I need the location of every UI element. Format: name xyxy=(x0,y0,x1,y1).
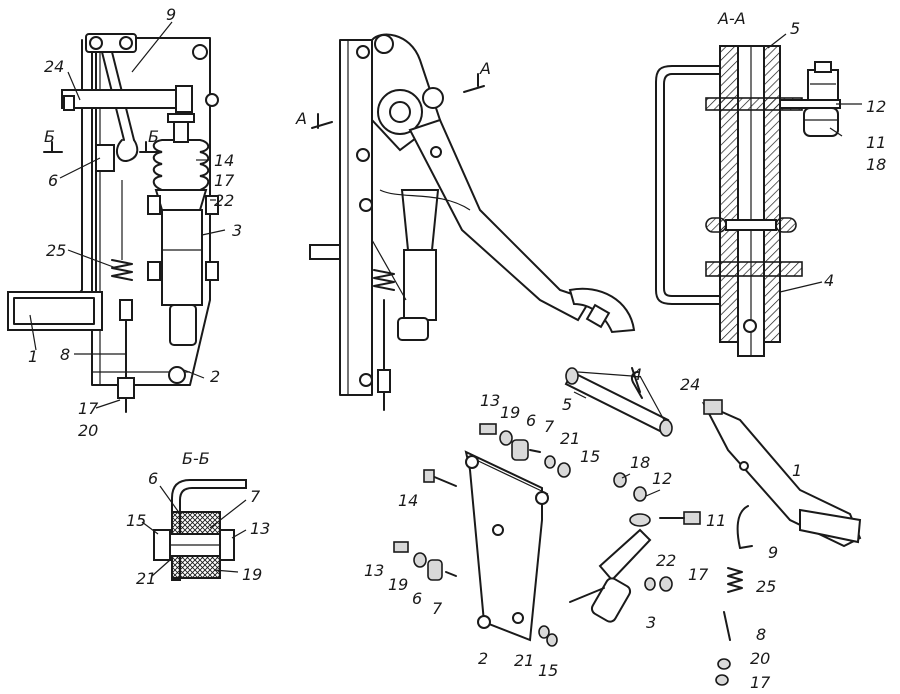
ex-label-7-b: 7 xyxy=(432,599,443,618)
label-6: 6 xyxy=(48,171,58,190)
cut-a-left: А xyxy=(295,109,307,128)
label-b-right: Б xyxy=(148,127,159,146)
front-view xyxy=(7,33,219,413)
ex-label-17: 17 xyxy=(688,565,709,584)
ex-label-25: 25 xyxy=(756,577,776,596)
front-leaders xyxy=(29,21,226,409)
ex-label-14: 14 xyxy=(398,491,418,510)
bb-label-6: 6 xyxy=(148,469,158,488)
label-3: 3 xyxy=(232,221,242,240)
ex-label-20: 20 xyxy=(750,649,770,668)
label-20: 20 xyxy=(78,421,98,440)
ex-label-1: 1 xyxy=(792,461,802,480)
label-2: 2 xyxy=(210,367,220,386)
section-bb-title: Б-Б xyxy=(182,449,210,468)
label-1: 1 xyxy=(28,347,38,366)
ex-label-19-b: 19 xyxy=(388,575,408,594)
label-4: 4 xyxy=(824,271,834,290)
ex-label-6-b: 6 xyxy=(412,589,422,608)
ex-label-5: 5 xyxy=(562,395,572,414)
bb-label-19: 19 xyxy=(242,565,262,584)
bb-label-13: 13 xyxy=(250,519,270,538)
ex-label-22: 22 xyxy=(656,551,676,570)
section-aa xyxy=(655,33,862,357)
ex-label-13: 13 xyxy=(480,391,500,410)
ex-label-15-b: 15 xyxy=(538,661,558,680)
label-25: 25 xyxy=(46,241,66,260)
bb-label-15: 15 xyxy=(126,511,146,530)
ex-label-8: 8 xyxy=(756,625,766,644)
label-22: 22 xyxy=(214,191,234,210)
ex-label-9: 9 xyxy=(768,543,778,562)
ex-label-21-b: 21 xyxy=(514,651,534,670)
ex-label-7: 7 xyxy=(544,417,555,436)
label-group: А-А Б-Б А А 9 24 Б Б 6 14 17 22 3 25 1 8… xyxy=(28,5,886,692)
label-14: 14 xyxy=(214,151,234,170)
exploded-leaders xyxy=(573,371,665,497)
ex-label-21: 21 xyxy=(560,429,580,448)
section-aa-title: А-А xyxy=(717,9,746,28)
ex-label-12: 12 xyxy=(652,469,672,488)
label-24: 24 xyxy=(44,57,64,76)
ex-label-4: 4 xyxy=(632,365,642,384)
label-b-left: Б xyxy=(44,127,55,146)
exploded-view xyxy=(393,367,862,686)
label-17: 17 xyxy=(214,171,235,190)
label-11: 11 xyxy=(866,133,886,152)
ex-label-18: 18 xyxy=(630,453,650,472)
ex-label-3: 3 xyxy=(646,613,656,632)
bb-label-7: 7 xyxy=(250,487,261,506)
label-18: 18 xyxy=(866,155,886,174)
ex-label-6: 6 xyxy=(526,411,536,430)
side-view xyxy=(309,33,636,411)
ex-label-15: 15 xyxy=(580,447,600,466)
label-17-b: 17 xyxy=(78,399,99,418)
ex-label-24: 24 xyxy=(680,375,700,394)
section-bb xyxy=(141,479,247,581)
label-5: 5 xyxy=(790,19,800,38)
label-8: 8 xyxy=(60,345,70,364)
label-12: 12 xyxy=(866,97,886,116)
bb-label-21: 21 xyxy=(136,569,156,588)
ex-label-2: 2 xyxy=(478,649,488,668)
ex-label-19: 19 xyxy=(500,403,520,422)
cut-a-right: А xyxy=(479,59,491,78)
ex-label-13-b: 13 xyxy=(364,561,384,580)
label-9: 9 xyxy=(166,5,176,24)
ex-label-11: 11 xyxy=(706,511,726,530)
ex-label-17-b: 17 xyxy=(750,673,771,692)
